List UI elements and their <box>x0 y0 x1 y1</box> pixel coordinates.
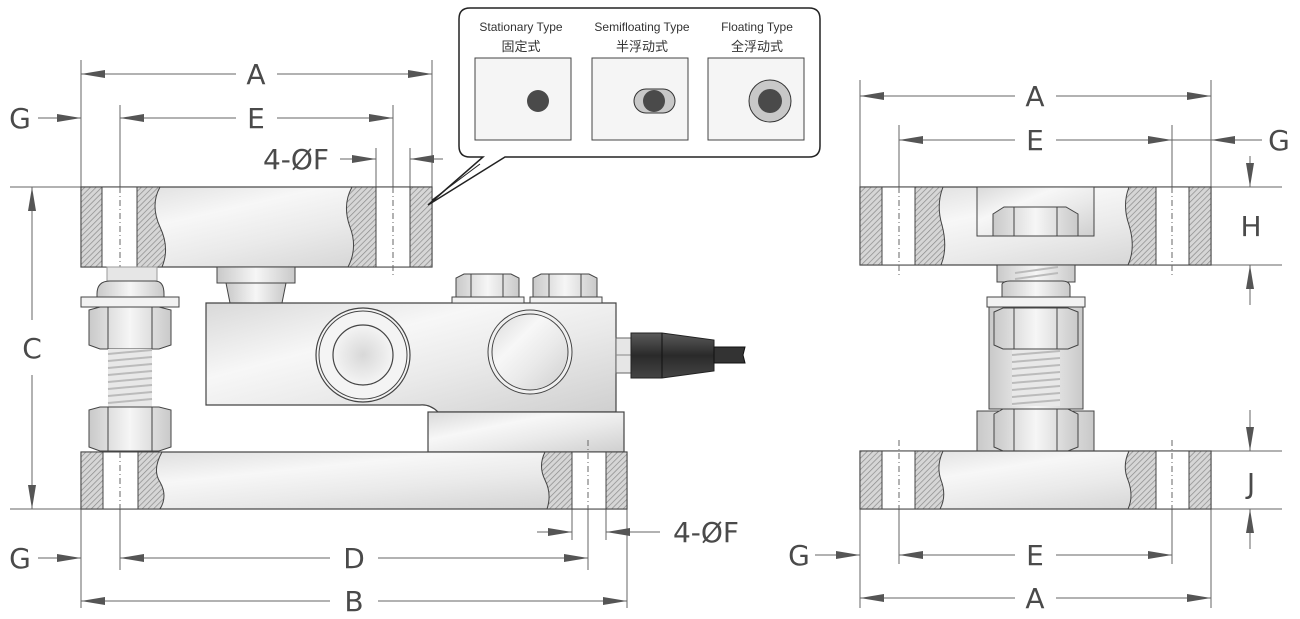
front-view: A E G 4-ØF C G D B 4-ØF <box>9 58 746 618</box>
bottom-mounting-plate <box>80 440 628 510</box>
stationary-label-cn: 固定式 <box>501 40 540 55</box>
side-view: A E G H J G E A <box>788 80 1290 615</box>
side-top-plate <box>859 186 1212 275</box>
semifloating-hole-icon <box>643 90 665 112</box>
dim-label-F-top: 4-ØF <box>263 143 329 176</box>
side-dim-label-E-bottom: E <box>1026 539 1044 572</box>
semifloating-label-cn: 半浮动式 <box>616 40 668 55</box>
top-mounting-plate <box>80 186 433 275</box>
side-dim-label-E-top: E <box>1026 124 1044 157</box>
side-dim-label-A-top: A <box>1025 80 1044 113</box>
semifloating-label-en: Semifloating Type <box>594 20 689 34</box>
floating-label-en: Floating Type <box>721 20 793 34</box>
dim-label-D: D <box>343 542 365 575</box>
side-dimension-lines <box>815 92 1262 602</box>
callout-floating: Floating Type 全浮动式 <box>707 20 805 141</box>
side-dim-label-G-bottom: G <box>788 539 810 572</box>
dim-label-G-top: G <box>9 102 31 135</box>
dim-label-C: C <box>22 332 42 365</box>
front-dimension-lines <box>28 70 660 605</box>
floating-label-cn: 全浮动式 <box>731 39 783 55</box>
dim-label-B: B <box>344 585 363 618</box>
side-dim-label-J: J <box>1245 467 1255 500</box>
side-bottom-plate <box>859 440 1212 510</box>
side-dim-label-H: H <box>1240 210 1261 243</box>
callout-stationary: Stationary Type 固定式 <box>474 20 572 141</box>
dim-label-E: E <box>247 102 265 135</box>
stationary-hole-icon <box>527 90 549 112</box>
dim-label-G-bottom: G <box>9 542 31 575</box>
callout-semifloating: Semifloating Type 半浮动式 <box>591 20 690 141</box>
cable-gland <box>615 332 746 379</box>
floating-hole-icon <box>758 89 782 113</box>
base-block <box>427 411 625 453</box>
left-stud-assembly <box>80 266 180 452</box>
load-pin <box>216 266 296 304</box>
side-dim-label-G-top: G <box>1268 124 1290 157</box>
dim-label-F-bottom: 4-ØF <box>673 516 739 549</box>
dim-label-A: A <box>246 58 265 91</box>
hole-type-callout: Stationary Type 固定式 Semifloating Type 半浮… <box>427 7 821 206</box>
side-dim-label-A-bottom: A <box>1025 582 1044 615</box>
load-cell-body <box>205 273 617 413</box>
stationary-label-en: Stationary Type <box>479 20 562 34</box>
side-stud-assembly <box>976 264 1095 452</box>
